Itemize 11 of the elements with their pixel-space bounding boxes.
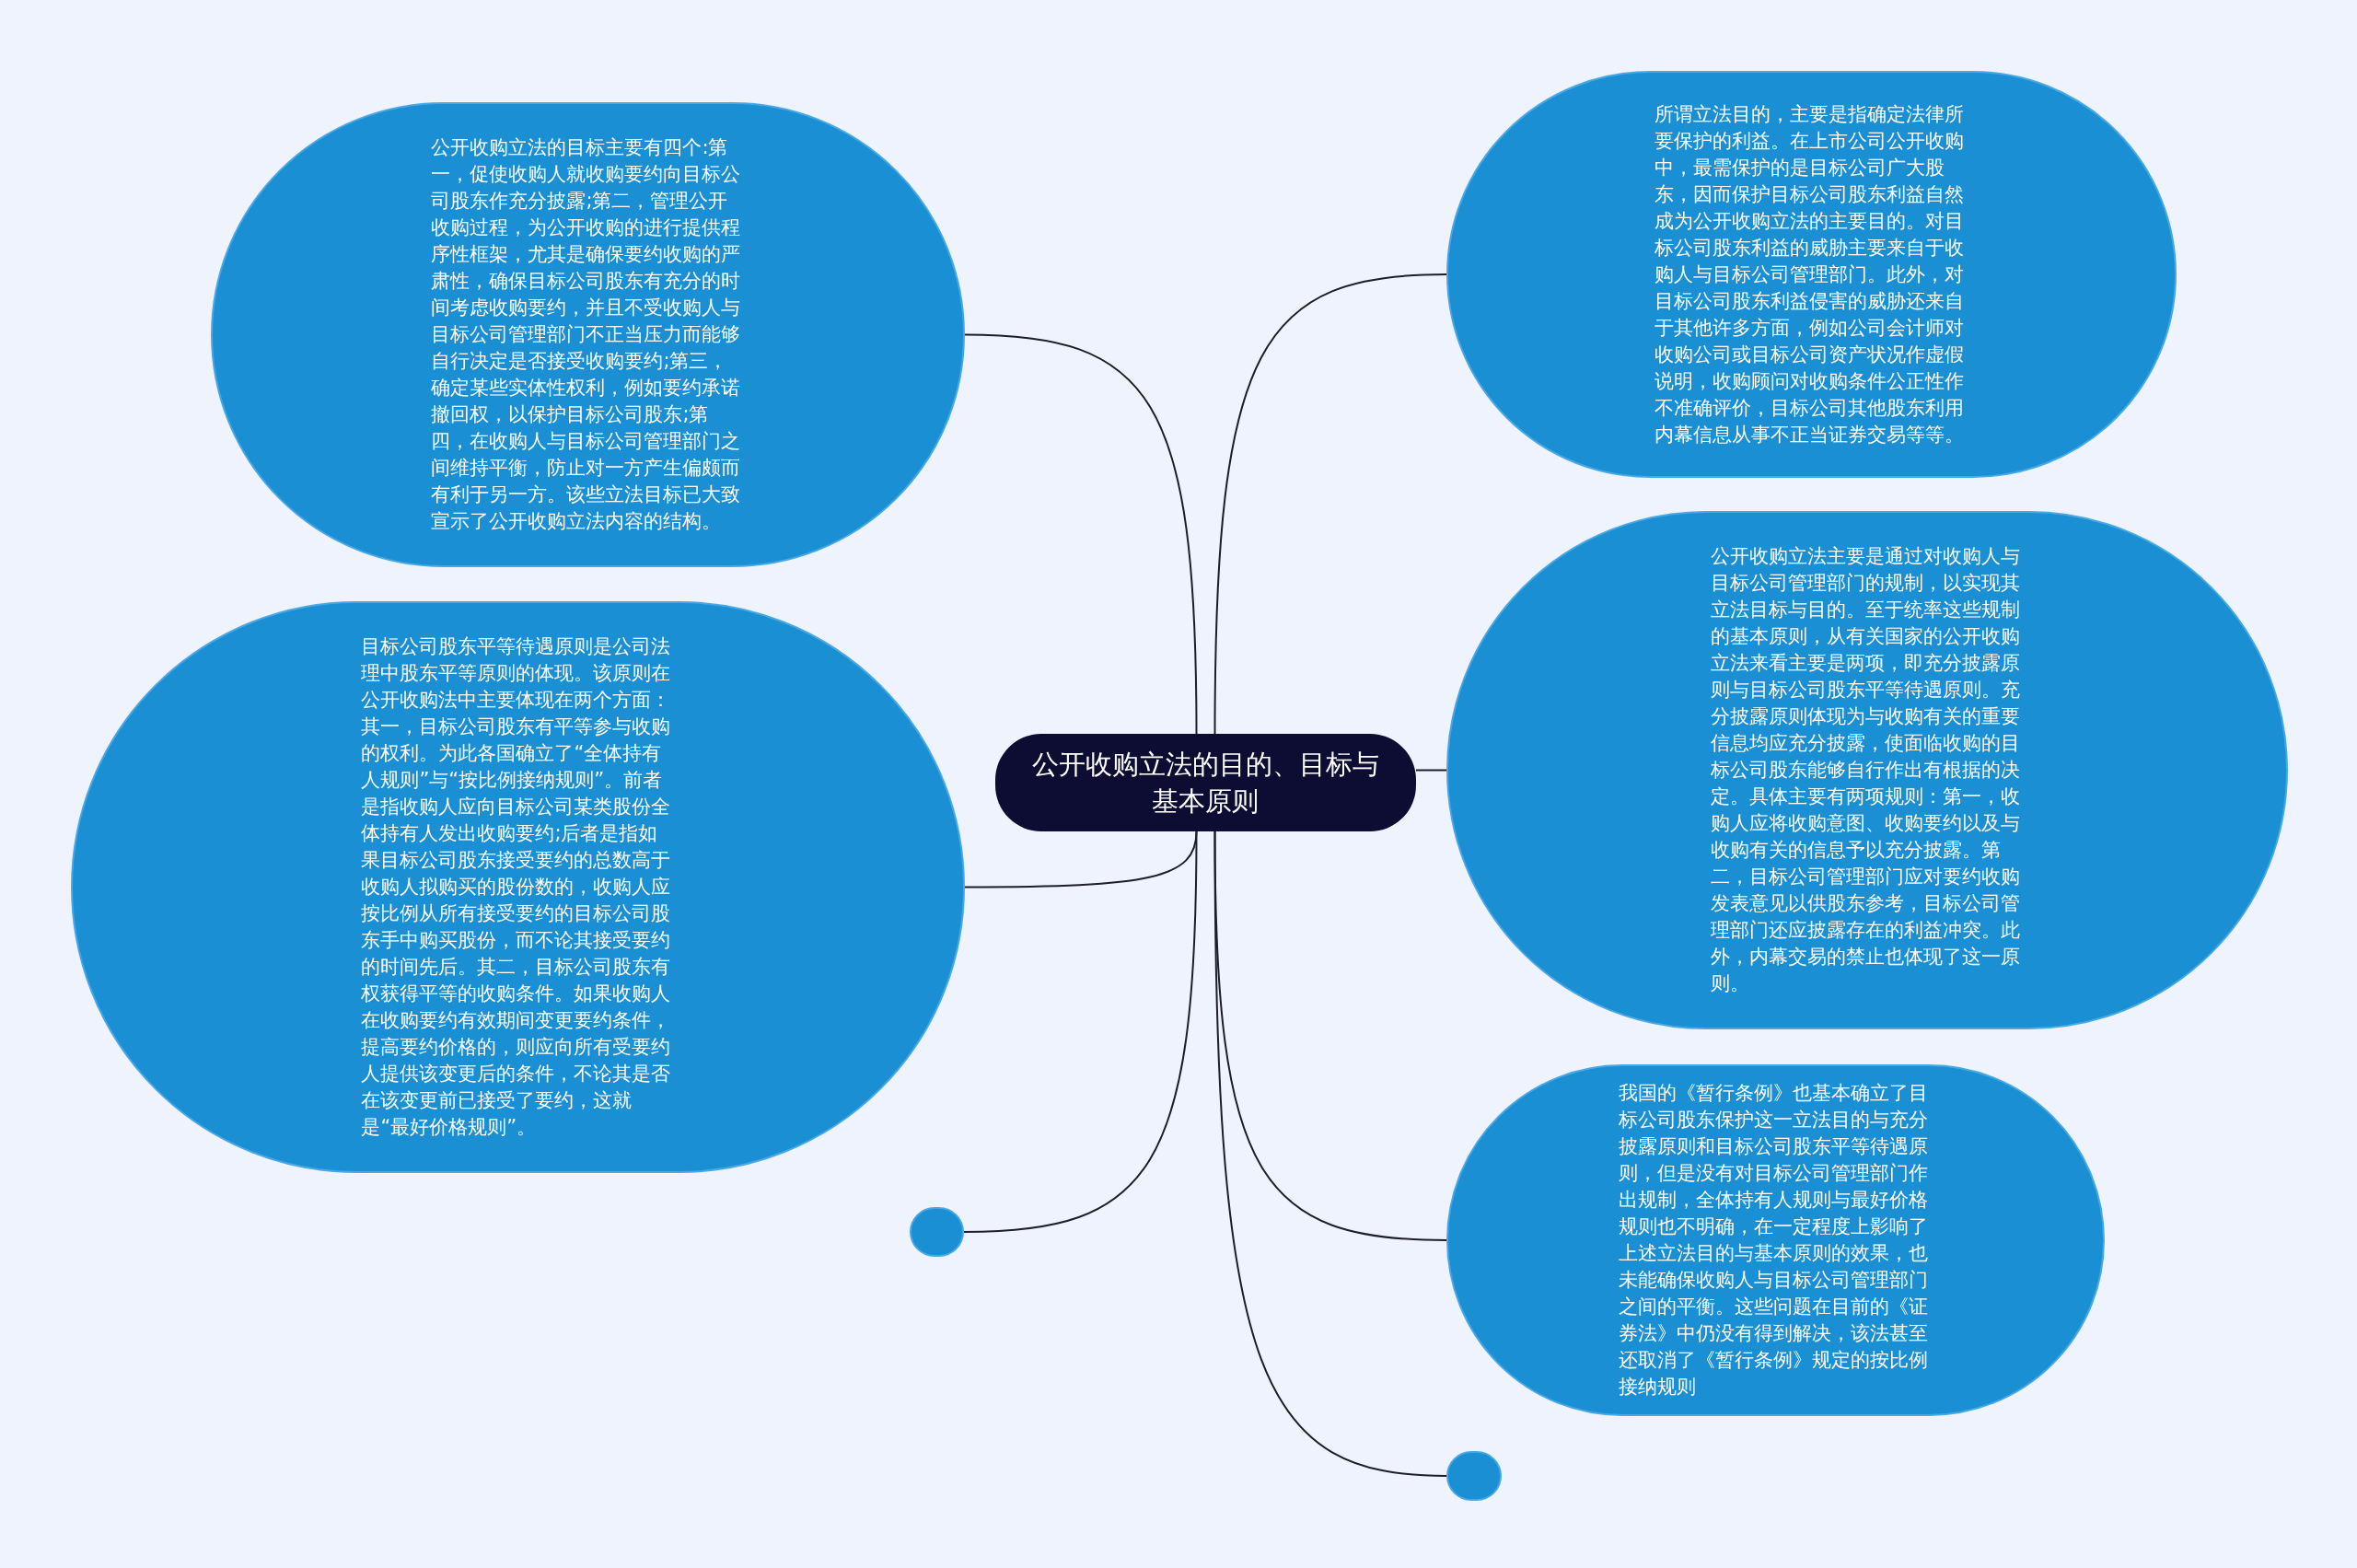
topic-text: 我国的《暂行条例》也基本确立了目标公司股东保护这一立法目的与充分披露原则和目标公司股东平等待遇原则，但是没有对目标公司管理部门作出规制，全体持有人规则与最好价格规则也不明确，在一定程度上影响了上述立法目的与基本原则的效果，也未能确保收购人与目标公司管理部门之间的平衡。这些问题在目前的《证券法》中仍没有得到解决，该法甚至还取消了《暂行条例》规定的按比例接纳规则 <box>1619 1081 1930 1400</box>
connector-line <box>1415 769 1447 772</box>
topic-text: 目标公司股东平等待遇原则是公司法理中股东平等原则的体现。该原则在公开收购法中主要体现在两个方面：其一，目标公司股东有平等参与收购的权利。为此各国确立了“全体持有人规则”与“按比例接纳规则”。前者是指收购人应向目标公司某类股份全体持有人发出收购要约;后者是指如果目标公司股东接受要约的总数高于收购人拟购买的股份数的，收购人应按比例从所有接受要约的目标公司股东手中购买股份，而不论其接受要约的时间先后。其二，目标公司股东有权获得平等的收购条件。如果收购人在收购要约有效期间变更要约条件，提高要约价格的，则应向所有受要约人提供该变更后的条件，不论其是否在该变更前已接受了要约，这就是“最好价格规则”。 <box>361 634 672 1140</box>
connector-line <box>1213 273 1447 735</box>
topic-text: 公开收购立法主要是通过对收购人与目标公司管理部门的规制，以实现其立法目标与目的。至于统率这些规制的基本原则，从有关国家的公开收购立法来看主要是两项，即充分披露原则与目标公司股东平等待遇原则。充分披露原则体现为与收购有关的重要信息均应充分披露，使面临收购的目标公司股东能够自行作出有根据的决定。具体主要有两项规则：第一，收购人应将收购意图、收购要约以及与收购有关的信息予以充分披露。第二，目标公司管理部门应对要约收购发表意见以供股东参考，目标公司管理部门还应披露存在的利益冲突。此外，内幕交易的禁止也体现了这一原则。 <box>1710 544 2021 996</box>
topic-text: 公开收购立法的目标主要有四个:第一，促使收购人就收购要约向目标公司股东作充分披露;第二，管理公开收购过程，为公开收购的进行提供程序性框架，尤其是确保要约收购的严肃性，确保目标公司股东有充分的时间考虑收购要约，并且不受收购人与目标公司管理部门不正当压力而能够自行决定是否接受收购要约;第三，确定某些实体性权利，例如要约承诺撤回权，以保护目标公司股东;第四，在收购人与目标公司管理部门之间维持平衡，防止对一方产生偏颇而有利于另一方。该些立法目标已大致宣示了公开收购立法内容的结构。 <box>431 135 742 534</box>
topic-title: 公开收购立法的目的、目标与基本原则 <box>1031 748 1380 819</box>
topic-text: 所谓立法目的，主要是指确定法律所要保护的利益。在上市公司公开收购中，最需保护的是目标公司广大股东，因而保护目标公司股东利益自然成为公开收购立法的主要目的。对目标公司股东利益的威胁主要来自于收购人与目标公司管理部门。此外，对目标公司股东利益侵害的威胁还来自于其他许多方面，例如公司会计师对收购公司或目标公司资产状况作虚假说明，收购顾问对收购条件公正性作不准确评价，目标公司其他股东利用内幕信息从事不正当证券交易等等。 <box>1655 101 1966 447</box>
connector-line <box>1213 830 1447 1477</box>
connector-line <box>964 333 1198 735</box>
connector-line <box>963 830 1198 1233</box>
